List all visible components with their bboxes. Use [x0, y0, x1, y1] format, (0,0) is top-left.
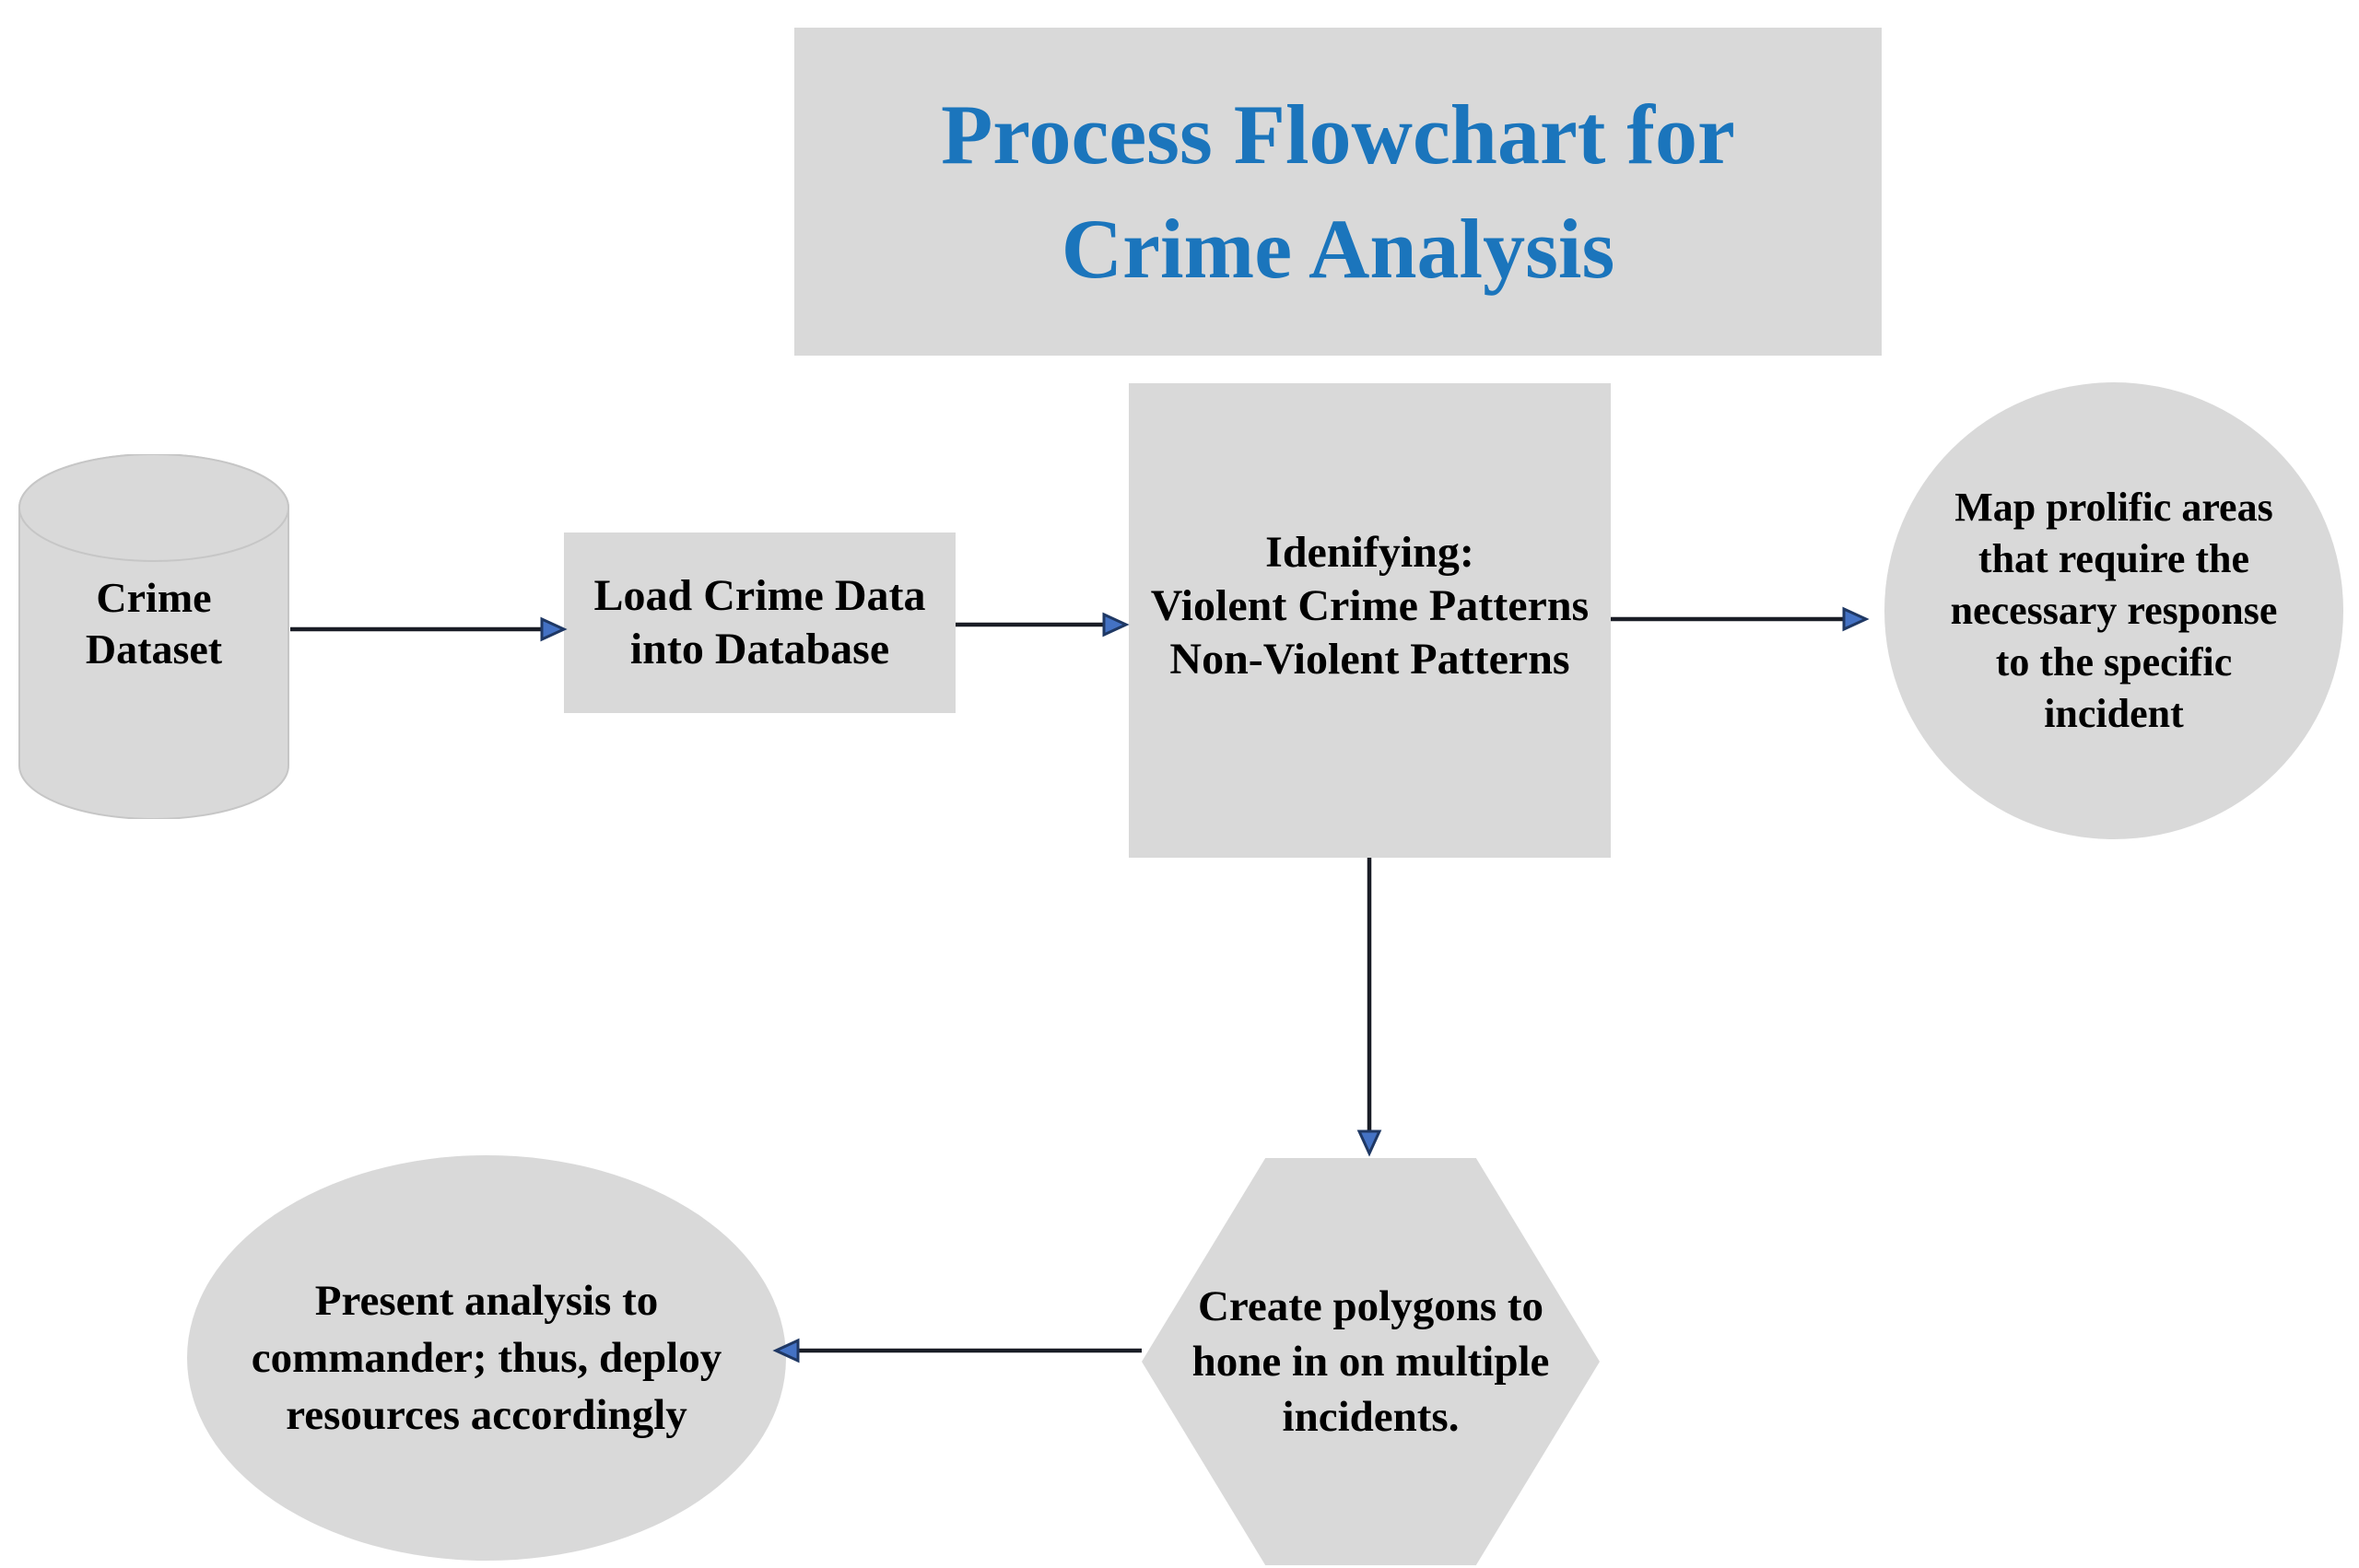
node-present-analysis-label: Present analysis to commander; thus, dep…	[251, 1277, 722, 1439]
arrowhead-right-icon	[540, 616, 568, 642]
arrowhead-down-icon	[1356, 1129, 1382, 1157]
page-title: Process Flowchart for Crime Analysis	[941, 88, 1735, 296]
arrow-identifying-to-map	[1611, 606, 1870, 632]
node-identifying: Idenifying: Violent Crime Patterns Non-V…	[1129, 383, 1611, 858]
node-crime-dataset-label: Crime Dataset	[85, 574, 223, 673]
arrow-polygons-to-present	[772, 1338, 1142, 1363]
node-load-data-label: Load Crime Data into Database	[593, 571, 926, 673]
arrow-dataset-to-load	[290, 616, 568, 642]
node-map-areas: Map prolific areas that require the nece…	[1884, 382, 2343, 839]
node-create-polygons: Create polygons to hone in on multiple i…	[1142, 1158, 1600, 1565]
title-box: Process Flowchart for Crime Analysis	[794, 28, 1882, 356]
arrow-load-to-identifying	[956, 612, 1130, 638]
cylinder-shape	[18, 454, 289, 819]
node-identifying-label: Idenifying: Violent Crime Patterns Non-V…	[1150, 527, 1590, 684]
node-present-analysis: Present analysis to commander; thus, dep…	[187, 1155, 786, 1561]
node-create-polygons-label: Create polygons to hone in on multiple i…	[1191, 1282, 1550, 1441]
arrow-identifying-to-polygons	[1356, 858, 1382, 1157]
arrowhead-right-icon	[1842, 606, 1870, 632]
arrowhead-right-icon	[1102, 612, 1130, 638]
node-map-areas-label: Map prolific areas that require the nece…	[1950, 485, 2278, 736]
node-crime-dataset: Crime Dataset	[18, 454, 290, 819]
node-load-data: Load Crime Data into Database	[564, 532, 956, 713]
